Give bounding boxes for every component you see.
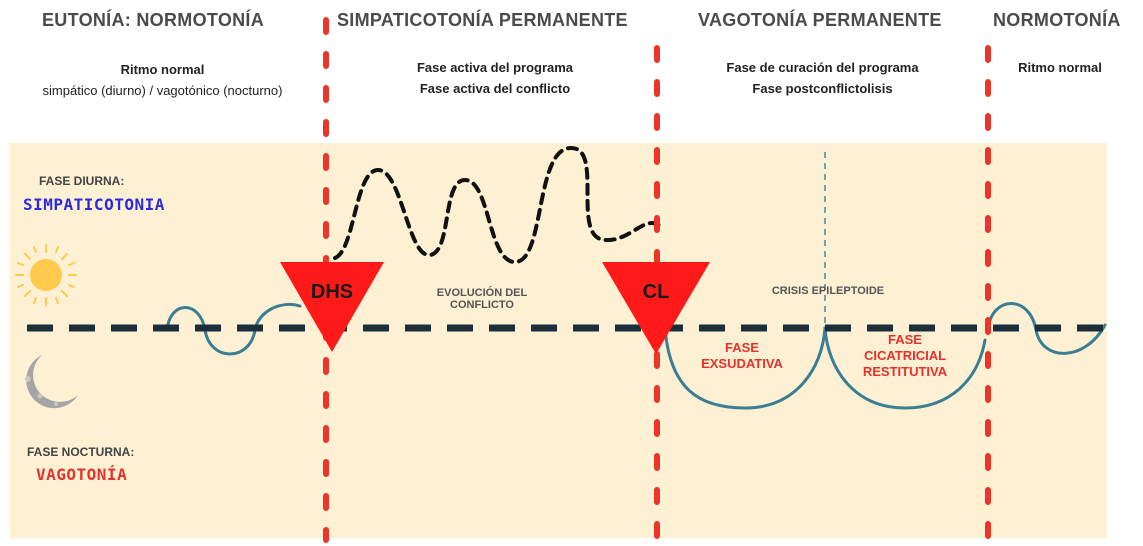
header-vagotonia: VAGOTONÍA PERMANENTE xyxy=(698,10,942,30)
conflict-evolution-curve xyxy=(333,145,662,265)
description-eutonia: Ritmo normal simpático (diurno) / vagotó… xyxy=(10,59,315,101)
exudative-label-2: EXSUDATIVA xyxy=(701,356,783,371)
normotonia-line-1: Ritmo normal xyxy=(1018,60,1102,75)
moon-icon xyxy=(25,355,78,409)
crisis-label: CRISIS EPILEPTOIDE xyxy=(772,285,884,297)
day-phase-value: SIMPATICOTONIA xyxy=(23,195,165,214)
cicatricial-label-2: CICATRICIAL xyxy=(864,348,946,363)
diagram-panel xyxy=(10,143,1107,538)
exudative-label-1: FASE xyxy=(725,340,759,355)
cl-marker: CL xyxy=(602,262,710,354)
vagotonia-line-1: Fase de curación del programa xyxy=(726,60,919,75)
simpatico-line-2: Fase activa del conflicto xyxy=(419,81,571,96)
simpatico-line-1: Fase activa del programa xyxy=(416,60,574,75)
dhs-marker: DHS xyxy=(280,262,384,352)
header-normotonia: NORMOTONÍA xyxy=(993,10,1121,30)
cl-label: CL xyxy=(643,281,670,303)
evolution-label-2: CONFLICTO xyxy=(450,299,514,311)
day-phase-title: FASE DIURNA: xyxy=(39,174,125,188)
header-eutonia: EUTONÍA: NORMOTONÍA xyxy=(42,10,265,30)
description-vagotonia: Fase de curación del programa Fase postc… xyxy=(670,57,975,99)
vagotonia-line-2: Fase postconflictolisis xyxy=(752,81,893,96)
night-phase-value: VAGOTONÍA xyxy=(36,465,128,484)
eutonia-line-2: simpático (diurno) / vagotónico (nocturn… xyxy=(42,83,283,98)
evolution-label-1: EVOLUCIÓN DEL xyxy=(437,286,528,299)
description-normotonia: Ritmo normal xyxy=(990,57,1130,78)
eutonia-line-1: Ritmo normal xyxy=(120,62,205,77)
night-phase-title: FASE NOCTURNA: xyxy=(27,445,135,459)
cicatricial-label-1: FASE xyxy=(888,332,922,347)
header-simpaticotonia: SIMPATICOTONÍA PERMANENTE xyxy=(337,10,628,30)
sun-icon xyxy=(15,244,77,306)
dhs-label: DHS xyxy=(311,281,353,303)
cicatricial-label-3: RESTITUTIVA xyxy=(863,364,948,379)
description-simpaticotonia: Fase activa del programa Fase activa del… xyxy=(345,57,645,99)
